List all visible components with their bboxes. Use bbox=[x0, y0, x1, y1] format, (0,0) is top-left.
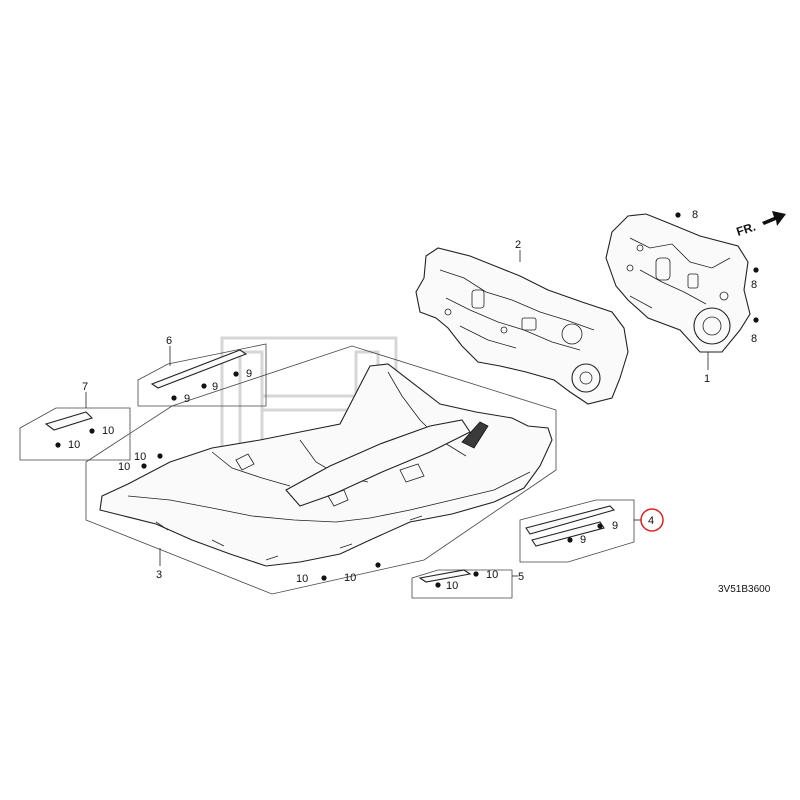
callout-part-3: 3 bbox=[156, 569, 162, 581]
highlight-ring bbox=[640, 508, 664, 532]
clip-icon bbox=[321, 575, 327, 581]
clip-icon bbox=[171, 395, 177, 401]
clip-icon bbox=[201, 383, 207, 389]
callout-part-10: 10 bbox=[296, 573, 308, 585]
part-5-trim-piece[interactable] bbox=[411, 569, 513, 599]
callout-part-6: 6 bbox=[166, 335, 172, 347]
front-arrow-icon bbox=[762, 211, 786, 226]
callout-part-10: 10 bbox=[134, 451, 146, 463]
callout-part-10: 10 bbox=[102, 425, 114, 437]
highlighted-callout-part-4[interactable]: 4 bbox=[640, 508, 664, 532]
part-2-dashboard-insulator-inner[interactable] bbox=[415, 247, 629, 405]
part-7-trim-piece[interactable] bbox=[19, 407, 131, 461]
part-3-bracket-box bbox=[85, 345, 557, 595]
callout-part-7: 7 bbox=[82, 381, 88, 393]
clip-icon bbox=[753, 267, 759, 273]
callout-part-9: 9 bbox=[212, 381, 218, 393]
clip-icon bbox=[753, 317, 759, 323]
callout-part-1: 1 bbox=[704, 373, 710, 385]
front-direction-indicator: FR. bbox=[735, 211, 786, 239]
clip-icon bbox=[89, 428, 95, 434]
callout-part-8: 8 bbox=[692, 209, 698, 221]
part-1-dashboard-insulator[interactable] bbox=[605, 213, 751, 353]
clip-icon bbox=[435, 582, 441, 588]
fastener-clips bbox=[55, 212, 759, 588]
callout-part-10: 10 bbox=[446, 580, 458, 592]
callout-part-10: 10 bbox=[486, 569, 498, 581]
callout-part-4: 4 bbox=[648, 515, 654, 527]
clip-icon bbox=[55, 442, 61, 448]
callout-part-2: 2 bbox=[515, 239, 521, 251]
diagram-code: 3V51B3600 bbox=[718, 584, 771, 595]
callout-part-9: 9 bbox=[612, 520, 618, 532]
clip-icon bbox=[141, 463, 147, 469]
clip-icon bbox=[567, 537, 573, 543]
part-4-side-trim[interactable] bbox=[519, 499, 635, 563]
callout-part-9: 9 bbox=[184, 393, 190, 405]
part-3-floor-carpet[interactable] bbox=[99, 363, 553, 567]
callout-labels: 2 1 3 6 7 5 8 8 8 9 9 9 9 9 10 10 10 10 … bbox=[68, 209, 757, 592]
callout-part-8: 8 bbox=[751, 333, 757, 345]
callout-part-10: 10 bbox=[118, 461, 130, 473]
clip-icon bbox=[233, 371, 239, 377]
callout-part-9: 9 bbox=[580, 534, 586, 546]
clip-icon bbox=[157, 453, 163, 459]
clip-icon bbox=[597, 523, 603, 529]
clip-icon bbox=[675, 212, 681, 218]
callout-part-8: 8 bbox=[751, 279, 757, 291]
callout-part-5: 5 bbox=[518, 571, 524, 583]
clip-icon bbox=[375, 562, 381, 568]
callout-part-10: 10 bbox=[68, 439, 80, 451]
callout-part-10: 10 bbox=[344, 572, 356, 584]
front-label: FR. bbox=[735, 220, 758, 239]
clip-icon bbox=[473, 571, 479, 577]
callout-part-9: 9 bbox=[246, 368, 252, 380]
